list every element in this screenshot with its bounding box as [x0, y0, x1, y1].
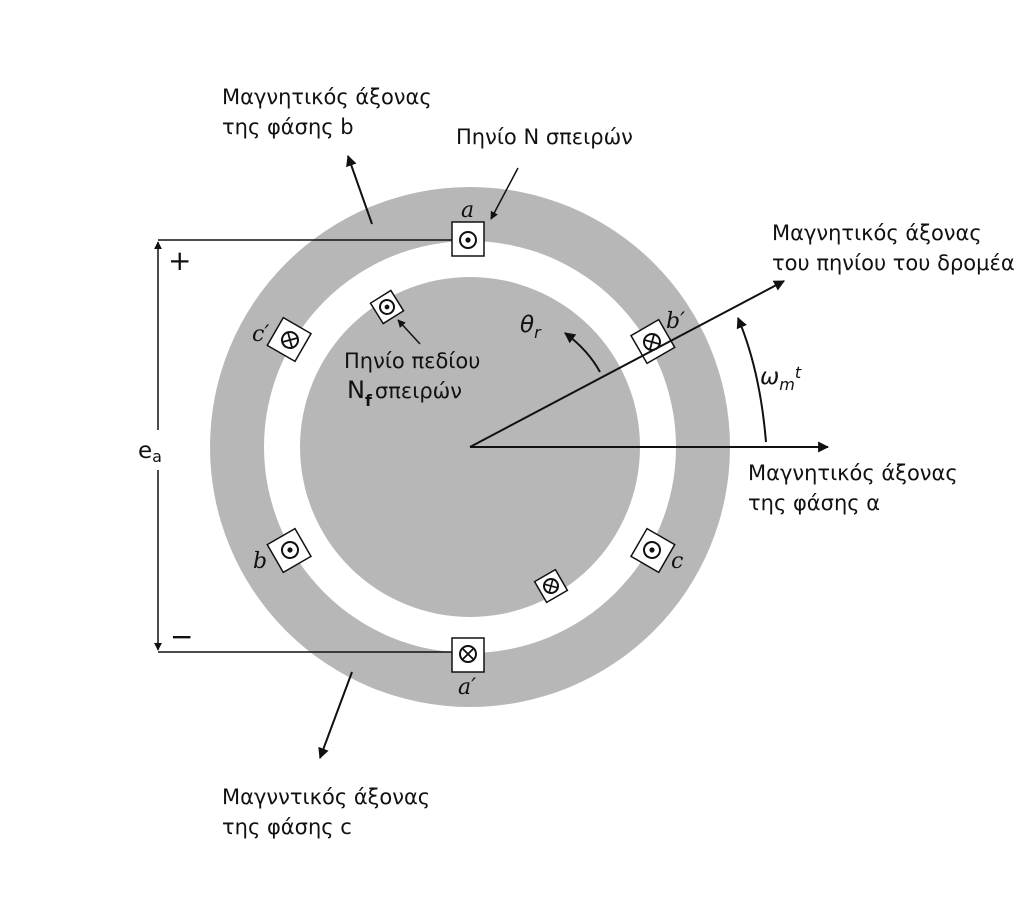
- phase-c-axis-label-2: της φάσης c: [222, 815, 352, 839]
- omega-arc: [736, 316, 767, 443]
- slot-label-c: c: [671, 549, 683, 574]
- phase-b-axis-arrow: [346, 154, 373, 225]
- field-coil-leader: [397, 319, 421, 345]
- slot-label-c-prime: c′: [252, 322, 269, 347]
- stator-coil-leader: [490, 167, 519, 220]
- stator-slot-a-prime: [451, 637, 485, 673]
- stator-slot-b: [266, 527, 313, 574]
- stator-slot-c-prime: [266, 316, 313, 363]
- plus-sign: +: [168, 244, 191, 277]
- field-coil-label-1: Πηνίο πεδίου: [344, 349, 480, 373]
- phase-b-axis-label-2: της φάσης b: [222, 115, 354, 139]
- rotor-axis-arrow: [469, 280, 785, 448]
- stator-coil-label: Πηνίο N σπειρών: [456, 125, 633, 149]
- slot-label-b-prime: b′: [666, 309, 685, 334]
- phase-a-axis-label-2: της φάσης α: [748, 491, 880, 515]
- phase-b-axis-label-1: Μαγνητικός άξονας: [222, 85, 432, 109]
- rotor-axis-label-2: του πηνίου του δρομέα: [772, 251, 1015, 275]
- rotor-axis-label-1: Μαγνητικός άξονας: [772, 221, 982, 245]
- stator-slot-c: [629, 527, 676, 574]
- phase-a-axis-label-1: Μαγνητικός άξονας: [748, 461, 958, 485]
- theta-label: θr: [520, 312, 542, 342]
- ea-label: ea: [138, 438, 162, 466]
- omega-label: ωmt: [760, 363, 802, 394]
- slot-label-a: a: [461, 198, 474, 223]
- rotor-conductor-dot: [369, 289, 405, 325]
- slot-label-a-prime: a′: [458, 675, 476, 700]
- phase-c-axis-arrow: [318, 671, 353, 760]
- theta-arc: [564, 332, 601, 373]
- stator-slot-b-prime: [629, 318, 676, 365]
- slot-label-b: b: [253, 549, 267, 574]
- phase-c-axis-label-1: Μαγνντικός άξονας: [222, 785, 430, 809]
- rotor-conductor-cross: [533, 568, 569, 604]
- stator-slot-a: [451, 221, 485, 257]
- minus-sign: −: [170, 620, 193, 653]
